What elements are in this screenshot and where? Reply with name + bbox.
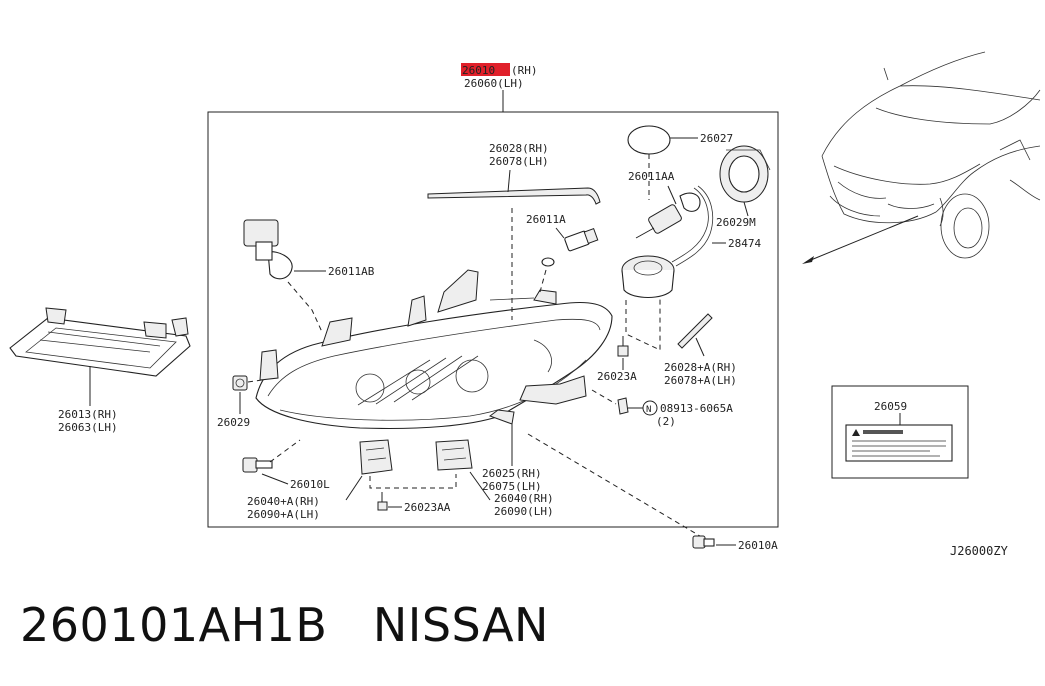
label-26010a: 26010A [738,539,778,552]
label-26023aa: 26023AA [404,501,451,514]
label-26025-rh: 26025(RH) [482,467,542,480]
cap-26027-icon [627,125,671,155]
bulb-26011a-icon [541,228,599,267]
label-top-rh: 26010 [462,64,495,77]
clip-08913-icon [617,397,629,415]
caption: 260101AH1B NISSAN [20,598,549,652]
harness-28474 [671,187,709,263]
label-26059: 26059 [874,400,907,413]
vehicle-sketch [821,51,1041,259]
assembly-frame [207,111,779,528]
trim-strip-26028 [427,187,601,205]
diagram-code: J26000ZY [950,544,1009,558]
highlight-box [461,63,510,76]
bolt-26010l-icon [242,457,273,473]
label-26090-lh: 26090(LH) [494,505,554,518]
label-card-26059 [831,385,969,479]
label-26028a-rh: 26028+A(RH) [664,361,737,374]
igniter-icon [621,255,675,299]
label-08913: 08913-6065A [660,402,733,415]
bracket-26040a-icon [359,439,393,475]
n-circle-icon [642,400,658,416]
headlamp-housing [255,269,613,430]
label-26027: 26027 [700,132,733,145]
label-26028-rh: 26028(RH) [489,142,549,155]
label-26011a: 26011A [526,213,566,226]
label-26040a-rh: 26040+A(RH) [247,495,320,508]
label-26011aa: 26011AA [628,170,675,183]
label-26013-rh: 26013(RH) [58,408,118,421]
label-top-lh: 26060(LH) [464,77,524,90]
label-26029: 26029 [217,416,250,429]
label-26078-lh: 26078(LH) [489,155,549,168]
screw-26023aa-icon [377,492,388,511]
bulb-26011aa-icon [635,192,701,239]
bracket-26040-icon [435,439,473,471]
screw-26023a-icon [617,336,629,357]
label-26010l: 26010L [290,478,330,491]
label-26063-lh: 26063(LH) [58,421,118,434]
label-08913-qty: (2) [656,415,676,428]
label-26040-rh: 26040(RH) [494,492,554,505]
clip-26029-icon [232,375,248,391]
label-08913-n: N [646,405,651,415]
label-26078a-lh: 26078+A(LH) [664,374,737,387]
label-top-rh-suffix: (RH) [511,64,538,77]
part-number: 260101AH1B [20,598,328,652]
label-26075-lh: 26075(LH) [482,480,542,493]
label-28474: 28474 [728,237,761,250]
label-26029m: 26029M [716,216,756,229]
label-26090a-lh: 26090+A(LH) [247,508,320,521]
brand-name: NISSAN [372,598,549,652]
warning-triangle-icon [852,429,860,436]
bulb-26011ab-icon [243,219,293,280]
bolt-26010a-icon [692,535,715,549]
vehicle-pointer [805,215,919,263]
bracket-26013-icon [9,307,191,377]
label-26023a: 26023A [597,370,637,383]
label-26011ab: 26011AB [328,265,375,278]
cover-26029m-icon [719,145,771,203]
strip-26028a [677,313,713,349]
